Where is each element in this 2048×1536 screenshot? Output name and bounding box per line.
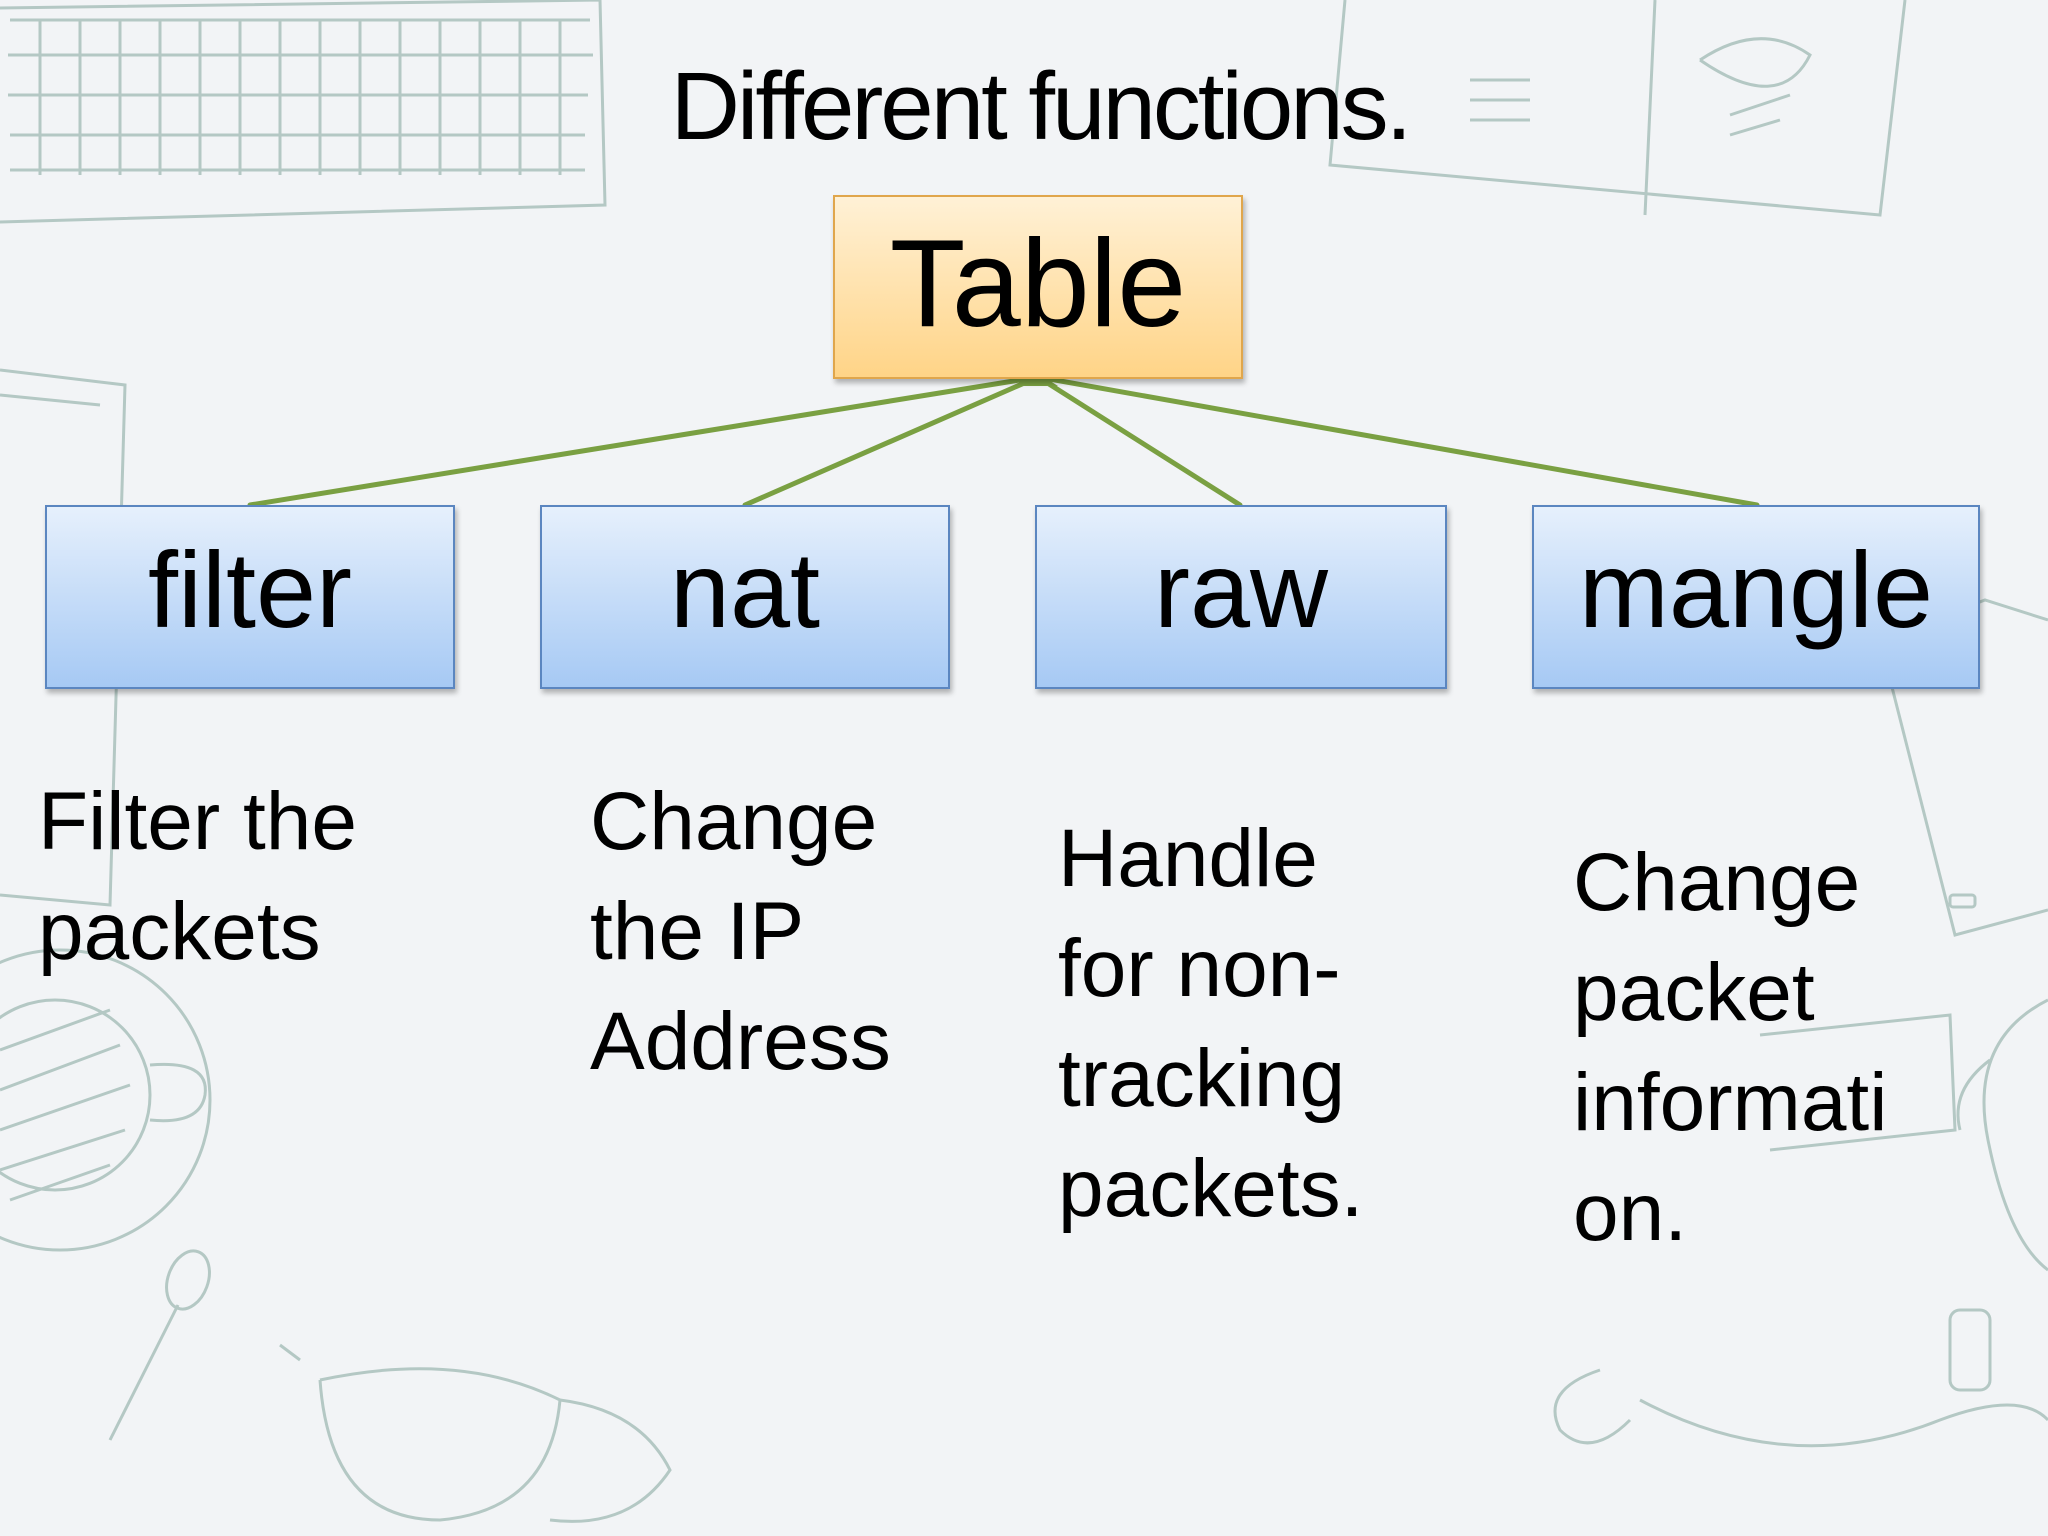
connector-nat xyxy=(742,374,1041,508)
sunglasses-sketch xyxy=(279,1343,672,1523)
description-line: informati xyxy=(1573,1057,1888,1148)
description-line: packets xyxy=(38,886,321,977)
description-line: Address xyxy=(590,996,891,1087)
spoon-sketch xyxy=(108,1249,211,1441)
description-mangle: Change packet informati on. xyxy=(1573,828,1887,1268)
table-box-mangle: mangle xyxy=(1532,505,1980,689)
connector-raw xyxy=(1035,374,1243,508)
sticky-note-sketch xyxy=(1759,1013,1957,1152)
slide-title: Different functions. xyxy=(670,53,1413,160)
description-line: tracking xyxy=(1058,1033,1346,1124)
connector-filter xyxy=(247,374,1041,508)
description-line: packets. xyxy=(1058,1143,1364,1234)
description-line: Change xyxy=(1573,837,1861,928)
description-line: on. xyxy=(1573,1167,1687,1258)
coffee-cup-sketch xyxy=(0,948,212,1252)
table-box-raw: raw xyxy=(1035,505,1447,689)
description-nat: Change the IP Address xyxy=(590,767,891,1097)
arrowhead xyxy=(1018,373,1058,386)
root-table-box: Table xyxy=(833,195,1243,379)
description-line: Change xyxy=(590,776,878,867)
description-line: the IP xyxy=(590,886,805,977)
connector-mangle xyxy=(1035,374,1760,508)
description-line: Filter the xyxy=(38,776,357,867)
keyboard-sketch xyxy=(0,0,607,224)
description-line: packet xyxy=(1573,947,1815,1038)
description-raw: Handle for non- tracking packets. xyxy=(1058,804,1363,1244)
description-filter: Filter the packets xyxy=(38,767,357,987)
headphones-sketch xyxy=(1553,998,2048,1448)
table-box-filter: filter xyxy=(45,505,455,689)
description-line: Handle xyxy=(1058,813,1318,904)
notebook-sketch xyxy=(1328,0,1907,217)
description-line: for non- xyxy=(1058,923,1341,1014)
table-box-nat: nat xyxy=(540,505,950,689)
